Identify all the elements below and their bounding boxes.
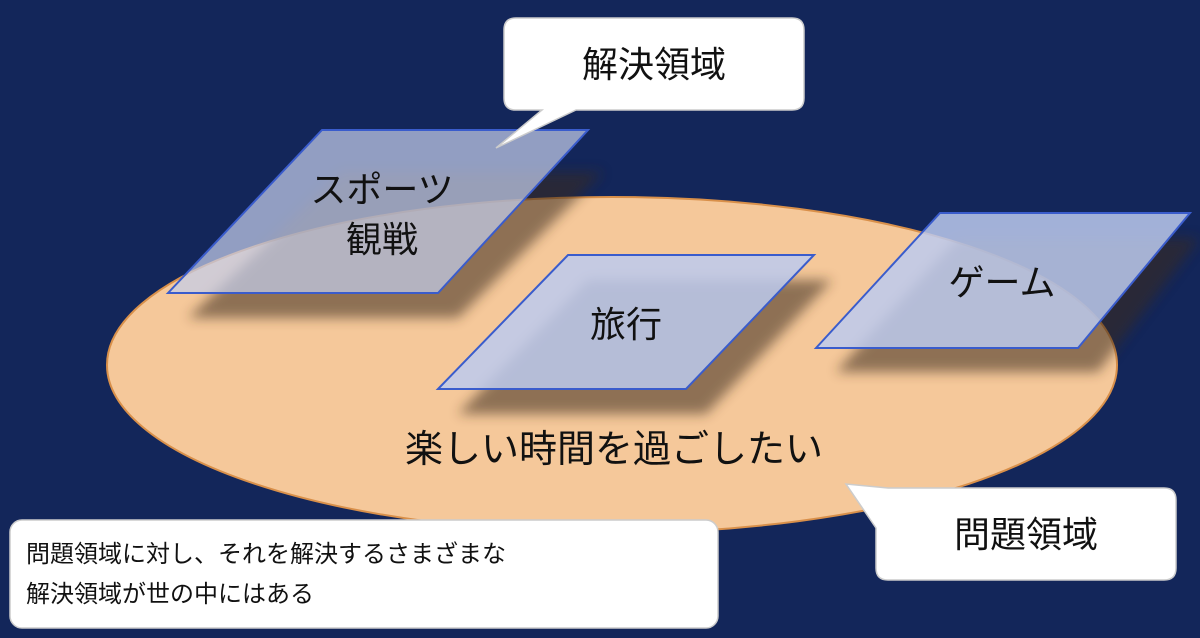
sports-plane-label-line1: スポーツ <box>310 170 453 211</box>
sports-plane <box>165 129 591 294</box>
travel-plane-label: 旅行 <box>590 305 662 346</box>
note-line1: 問題領域に対し、それを解決するさまざまな <box>26 540 506 568</box>
game-plane <box>813 212 1193 349</box>
travel-plane <box>435 254 817 390</box>
note-line2: 解決領域が世の中にはある <box>26 580 314 608</box>
problem-callout-label: 問題領域 <box>954 515 1098 556</box>
note-box <box>9 519 719 629</box>
sports-plane-label-line2: 観戦 <box>346 220 418 261</box>
problem-domain-label: 楽しい時間を過ごしたい <box>405 427 823 471</box>
problem-callout <box>844 483 1177 581</box>
solution-callout-label: 解決領域 <box>582 45 726 86</box>
solution-callout <box>495 17 805 149</box>
game-plane-label: ゲーム <box>949 263 1056 304</box>
